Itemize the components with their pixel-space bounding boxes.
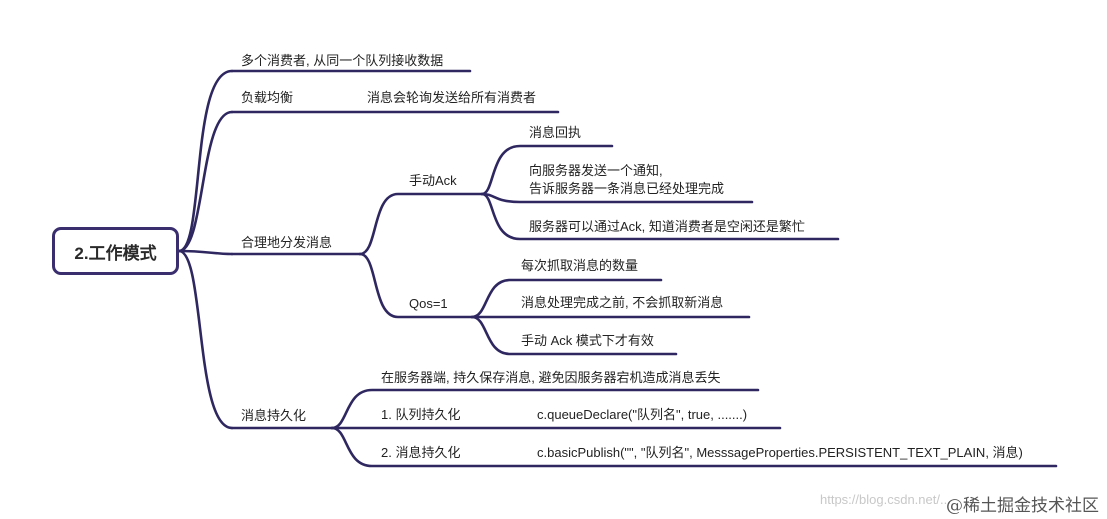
edge-root-load-balance xyxy=(177,110,234,253)
node-msg-persist: 2. 消息持久化 xyxy=(381,445,461,460)
edge-fair-qos xyxy=(358,252,474,319)
node-persistence: 消息持久化 xyxy=(241,408,307,423)
node-qos-count: 每次抓取消息的数量 xyxy=(521,258,639,273)
node-fair-dispatch: 合理地分发消息 xyxy=(241,235,333,250)
node-qos: Qos=1 xyxy=(409,296,448,311)
node-ack-busy: 服务器可以通过Ack, 知道消费者是空闲还是繁忙 xyxy=(529,219,805,234)
node-multi-consumer: 多个消费者, 从同一个队列接收数据 xyxy=(241,53,444,68)
node-ack-notify-line1: 向服务器发送一个通知, xyxy=(529,163,663,178)
node-msg-persist-code: c.basicPublish("", "队列名", MesssageProper… xyxy=(537,445,1023,460)
edge-fair-manual-ack xyxy=(358,192,484,256)
edge-qos-manual xyxy=(470,315,678,356)
node-qos-before-done: 消息处理完成之前, 不会抓取新消息 xyxy=(521,295,724,310)
node-ack-notify-line2: 告诉服务器一条消息已经处理完成 xyxy=(529,181,725,196)
node-persist-desc: 在服务器端, 持久保存消息, 避免因服务器宕机造成消息丢失 xyxy=(381,370,721,385)
watermark-faint-url: https://blog.csdn.net/... xyxy=(820,492,951,507)
edge-ack-busy xyxy=(480,192,840,241)
node-manual-ack: 手动Ack xyxy=(409,173,457,188)
watermark: @稀土掘金技术社区 xyxy=(946,496,1099,516)
node-queue-persist: 1. 队列持久化 xyxy=(381,407,461,422)
node-load-balance: 负载均衡 xyxy=(241,90,294,105)
edge-persist-desc xyxy=(330,388,760,430)
edge-ack-receipt xyxy=(480,144,614,196)
node-ack-receipt: 消息回执 xyxy=(529,125,582,140)
edge-root-fair-dispatch xyxy=(177,249,234,256)
node-load-balance-desc: 消息会轮询发送给所有消费者 xyxy=(367,90,537,105)
root-node: 2.工作模式 xyxy=(52,227,179,275)
node-qos-manual-only: 手动 Ack 模式下才有效 xyxy=(521,333,654,348)
node-queue-persist-code: c.queueDeclare("队列名", true, .......) xyxy=(537,407,748,422)
edge-root-multi-consumer xyxy=(177,69,234,253)
edge-persist-msg xyxy=(330,426,1058,468)
edge-root-persistence xyxy=(177,249,234,430)
